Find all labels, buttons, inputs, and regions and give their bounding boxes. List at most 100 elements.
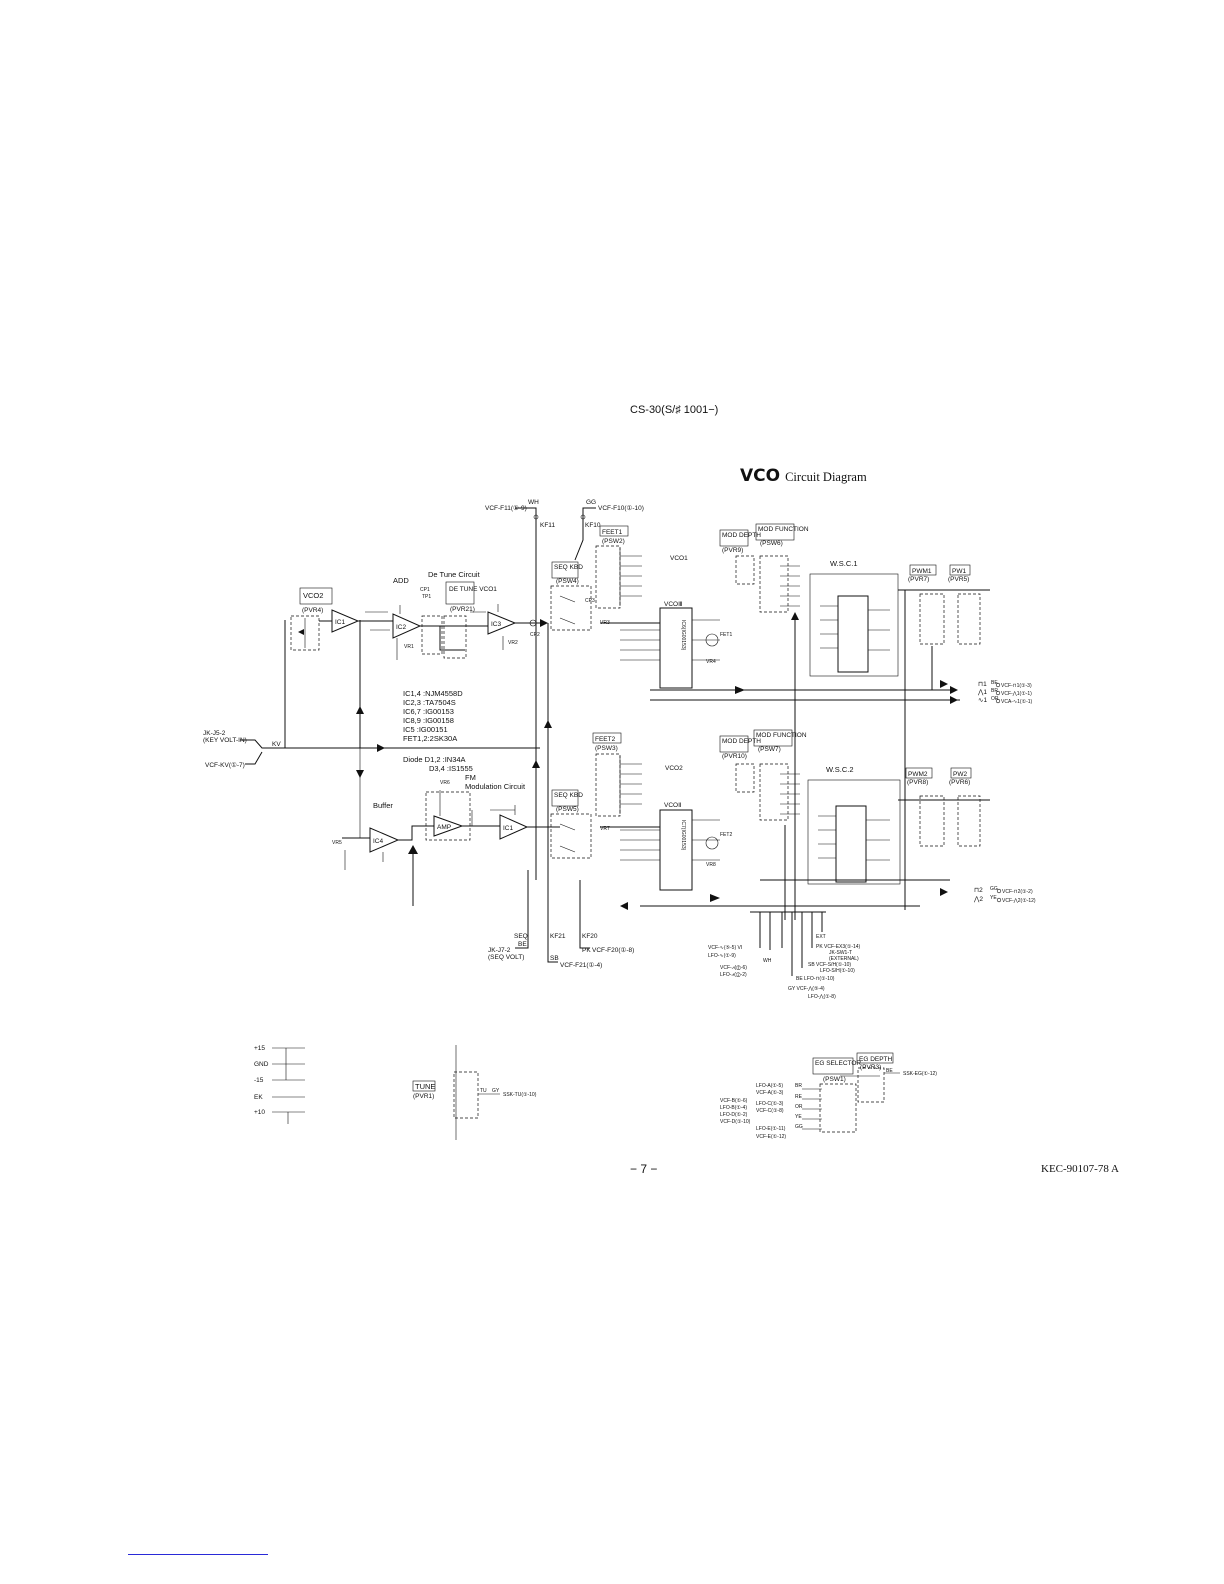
ic3-label: IC3 (491, 621, 502, 628)
doc-code: KEC-90107-78 A (1041, 1163, 1119, 1175)
page-number: − 7 − (630, 1162, 658, 1176)
conn-wh: WH (528, 499, 539, 506)
label-add: ADD (393, 576, 409, 585)
eg-out-color: BE (886, 1068, 893, 1074)
ms-5: EXT (816, 934, 826, 940)
label-vr6: VR6 (440, 780, 450, 786)
detune-circuit: ADD De Tune Circuit DE TUNE VCO1 (PVR21)… (319, 570, 548, 660)
eg-in-1: VCF-A(①-3) (756, 1090, 784, 1096)
mod-section: MOD DEPTH (PVR9) MOD FUNCTION (PSW6) MOD… (719, 523, 809, 920)
left-input: JK-J5-2 (KEY VOLT-IN) VCF-KV(①-7) KV (203, 620, 540, 778)
bc-vcf-f21: VCF-F21(①-4) (560, 961, 602, 969)
ms-0: VCF-∿(⑤-5) VI (708, 945, 742, 951)
box-mod-func-2-sub: (PSW7) (758, 746, 781, 753)
ic-list-2: IC6,7 :IG00153 (403, 707, 454, 716)
tune-dest: SSK-TU(①-10) (503, 1092, 537, 1098)
conn-kv: KV (272, 741, 281, 748)
out1-wave-1: ⋀1 (977, 688, 987, 696)
eg-in-9: VCF-E(①-12) (756, 1134, 786, 1140)
out1-color-0: BE (991, 680, 998, 686)
conn-jk-j5: JK-J5-2 (203, 730, 226, 737)
fet2-label: FET2 (720, 832, 732, 838)
ic-list-3: IC8,9 :IG00158 (403, 716, 454, 725)
mod-sources: VCF-∿(⑤-5) VI LFO-∿(①-9) WH VCF-⩘(⑤-6) L… (708, 911, 861, 1000)
ic-list-0: IC1,4 :NJM4558D (403, 689, 463, 698)
box-mod-depth-2-sub: (PVR10) (722, 753, 747, 760)
eg-color-4: GG (795, 1124, 803, 1130)
ms-13: LFO-⋀(①-8) (808, 994, 836, 1000)
ms-10: LFO-S/H(①-10) (820, 968, 855, 974)
conn-gg: GG (586, 499, 596, 506)
ic-list-1: IC2,3 :TA7504S (403, 698, 456, 707)
label-vr5: VR5 (332, 840, 342, 846)
label-detune: De Tune Circuit (428, 570, 481, 579)
label-fm2: Modulation Circuit (465, 782, 526, 791)
box-pw2-sub: (PVR6) (949, 779, 970, 786)
out1-color-1: BR (991, 688, 998, 694)
out2-dest-1: VCF-⋀2(①-12) (1002, 898, 1036, 904)
box-eg-selector-sub: (PSW1) (823, 1076, 846, 1083)
ms-6: PK VCF-EX3(①-14) (816, 944, 861, 950)
outputs: ⊓1 BE VCF-⊓1(①-3) ⋀1 BR VCF-⋀1(①-1) ∿1 O… (620, 680, 1036, 910)
bc-jk-j7: JK-J7-2 (488, 947, 511, 954)
ms-3: VCF-⩘(⑤-6) (720, 965, 747, 971)
ic2-label: IC2 (396, 624, 407, 631)
top-connectors: VCF-F11(①-9) WH KF11 GG VCF-F10(①-10) KF… (485, 499, 644, 595)
ic6-label: IC6(IG00153) (680, 620, 686, 651)
eg-in-7: VCF-D(①-10) (720, 1119, 751, 1125)
fet1-label: FET1 (720, 632, 732, 638)
model-header: CS-30(S/♯ 1001−) (630, 404, 719, 416)
pwr-4: +10 (254, 1109, 265, 1116)
ms-4: LFO-⩘(①-2) (720, 972, 747, 978)
label-vr8: VR8 (706, 862, 716, 868)
out1-wave-0: ⊓1 (978, 681, 987, 688)
box-feet1: FEET1 (602, 529, 623, 536)
ms-9: SB VCF-S/H(①-10) (808, 962, 851, 968)
box-pwm2: PWM2 (908, 771, 928, 778)
box-mod-depth-1-sub: (PVR9) (722, 547, 743, 554)
bc-pk: PK (582, 947, 591, 954)
tune-section: TUNE (PVR1) TU GY SSK-TU(①-10) (412, 1045, 537, 1140)
out2-dest-0: VCF-⊓2(①-2) (1002, 889, 1033, 895)
ms-8: (EXTERNAL) (829, 956, 859, 962)
fm-circuit: Buffer FM Modulation Circuit IC4 AMP IC1… (332, 748, 545, 906)
out1-dest-0: VCF-⊓1(①-3) (1001, 683, 1032, 689)
title-sub: Circuit Diagram (785, 470, 867, 484)
eg-color-0: BR (795, 1083, 802, 1089)
conn-vcf-f11: VCF-F11(①-9) (485, 504, 527, 512)
box-seq-kbd-2: SEQ KBD (554, 792, 583, 799)
box-mod-func-1-sub: (PSW6) (760, 540, 783, 547)
ms-12: GY VCF-⋀(⑤-4) (788, 986, 825, 992)
ms-7: JK-SW1-T (829, 950, 852, 956)
eg-in-5: VCF-C(①-8) (756, 1108, 784, 1114)
ic-list-5: FET1,2:2SK30A (403, 734, 457, 743)
box-pw1-sub: (PVR5) (948, 576, 969, 583)
box-pw2: PW2 (953, 771, 967, 778)
pwr-2: -15 (254, 1077, 264, 1084)
footer-rule (128, 1554, 268, 1555)
amp-label: AMP (437, 824, 451, 831)
eg-color-2: OR (795, 1104, 803, 1110)
out2-wave-1: ⋀2 (973, 895, 983, 903)
label-cp2: CP2 (530, 632, 540, 638)
tune-color2: GY (492, 1088, 500, 1094)
out1-color-2: OR (991, 696, 999, 702)
conn-kf10: KF10 (585, 522, 601, 529)
ms-2: WH (763, 958, 772, 964)
label-wsc2: W.S.C.2 (826, 765, 854, 774)
label-fm: FM (465, 773, 476, 782)
box-seq-kbd-1: SEQ KBD (554, 564, 583, 571)
ic-list: IC1,4 :NJM4558D IC2,3 :TA7504S IC6,7 :IG… (403, 689, 473, 773)
ic1-label: IC1 (335, 619, 346, 626)
feet-switches: FEET1 (PSW2) VCO1 FEET2 (PSW3) VCO2 (592, 525, 688, 817)
bc-kf20: KF20 (582, 933, 598, 940)
label-tp1: TP1 (422, 594, 431, 600)
eg-in-0: LFO-A(①-5) (756, 1083, 783, 1089)
ic7-label: IC7(IG00153) (680, 820, 686, 851)
ic-list-7: D3,4 :IS1555 (429, 764, 473, 773)
bc-vcf-f20: VCF-F20(①-8) (592, 946, 634, 954)
box-eg-depth-sub: (PVR3) (860, 1064, 881, 1071)
out2-color-0: GG (990, 886, 998, 892)
box-tune-sub: (PVR1) (413, 1093, 434, 1100)
